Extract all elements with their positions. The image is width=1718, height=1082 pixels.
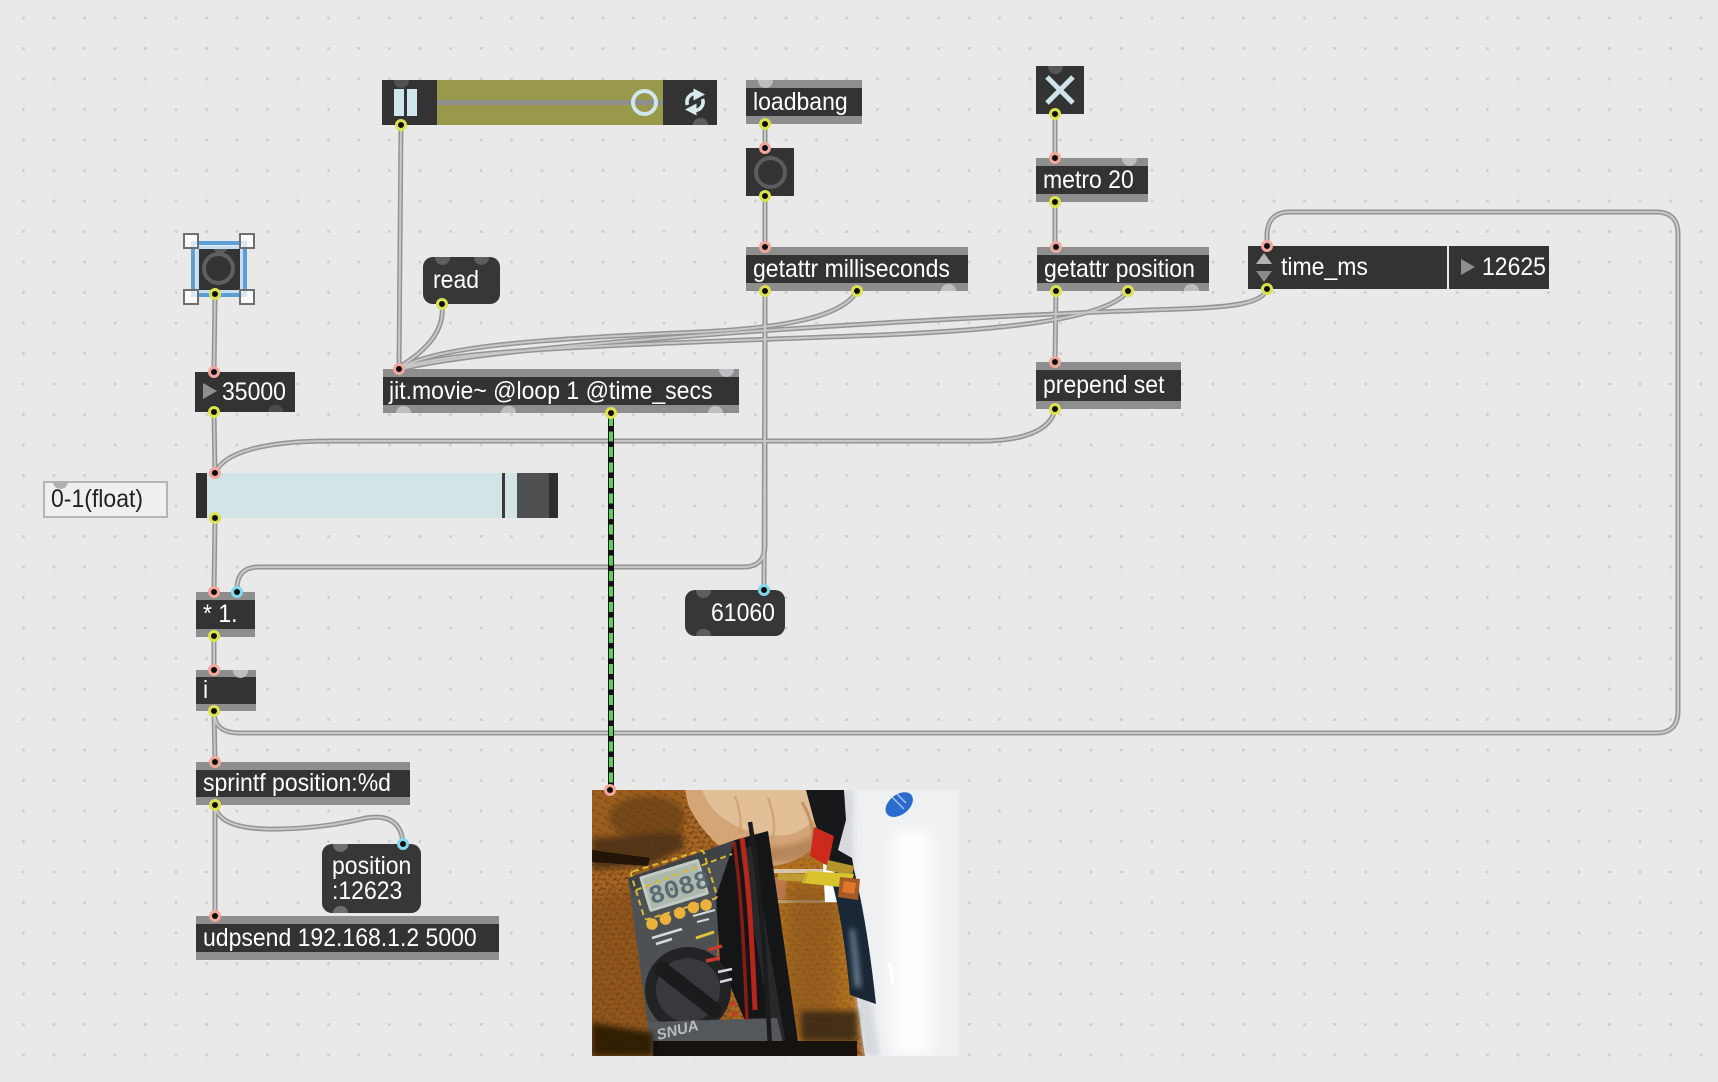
svg-text:ZT301: ZT301: [660, 1039, 685, 1053]
svg-text:SNUA: SNUA: [655, 1017, 700, 1044]
svg-text:8088: 8088: [645, 865, 713, 912]
